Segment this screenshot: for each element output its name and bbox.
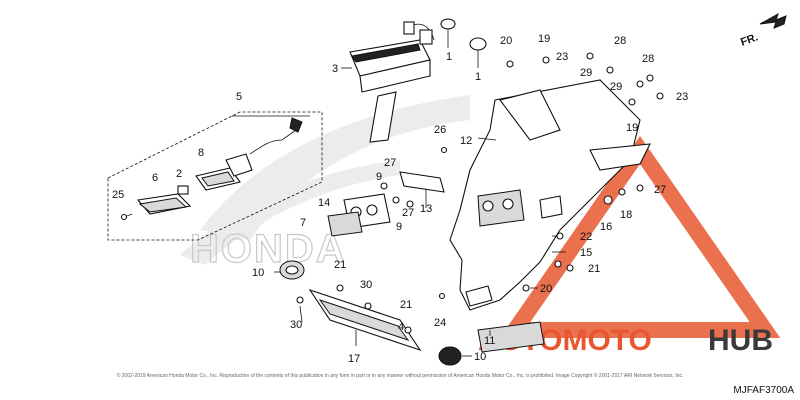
callout-8: 8 <box>198 147 204 159</box>
hardware-fasteners <box>296 52 664 334</box>
callout-27a: 27 <box>384 157 396 169</box>
logo-part-hub: HUB <box>708 324 773 357</box>
callout-19a: 19 <box>538 33 550 45</box>
callout-21b: 21 <box>400 299 412 311</box>
callout-4: 4 <box>398 321 404 333</box>
callout-1a: 1 <box>446 51 452 63</box>
callout-9a: 9 <box>376 171 382 183</box>
callout-12: 12 <box>460 135 472 147</box>
callout-2: 2 <box>176 168 182 180</box>
callout-20a: 20 <box>500 35 512 47</box>
callout-19b: 19 <box>626 122 638 134</box>
callout-29a: 29 <box>580 67 592 79</box>
callout-23a: 23 <box>556 51 568 63</box>
part-11-reflector <box>477 321 545 353</box>
fr-arrow-icon <box>759 12 787 29</box>
part-8-socket <box>195 117 303 191</box>
part-13-bracket <box>399 171 445 193</box>
callout-10a: 10 <box>252 267 264 279</box>
callout-28b: 28 <box>642 53 654 65</box>
callout-30b: 30 <box>290 319 302 331</box>
callout-18: 18 <box>620 209 632 221</box>
callout-1b: 1 <box>475 71 481 83</box>
callout-14: 14 <box>318 197 330 209</box>
callout-21c: 21 <box>588 263 600 275</box>
callout-10b: 10 <box>474 351 486 363</box>
part-2-grommet <box>177 185 189 195</box>
callout-27c: 27 <box>654 184 666 196</box>
callout-25: 25 <box>112 189 124 201</box>
part-1-grommets <box>440 18 487 68</box>
part-10-grommet-right <box>438 346 462 366</box>
honda-watermark: HONDA <box>180 95 470 272</box>
callout-30a: 30 <box>360 279 372 291</box>
assembly-5-outline <box>107 111 323 241</box>
callout-26: 26 <box>434 124 446 136</box>
callout-15: 15 <box>580 247 592 259</box>
callout-11: 11 <box>484 335 495 347</box>
honda-watermark-text: HONDA <box>190 227 347 271</box>
front-direction-indicator: FR. <box>739 12 787 49</box>
callout-16: 16 <box>600 221 612 233</box>
fr-label: FR. <box>739 31 760 48</box>
callout-13: 13 <box>420 203 432 215</box>
callout-24: 24 <box>434 317 446 329</box>
callout-3: 3 <box>332 63 338 75</box>
callout-28a: 28 <box>614 35 626 47</box>
callout-7: 7 <box>300 217 306 229</box>
part-3-housing <box>349 21 435 143</box>
part-6-lens <box>136 193 192 215</box>
callout-29b: 29 <box>610 81 622 93</box>
part-10-grommet-left <box>279 260 305 280</box>
callout-23b: 23 <box>676 91 688 103</box>
callout-21a: 21 <box>334 259 346 271</box>
callout-labels: 1 1 2 3 4 5 6 7 8 9 9 10 10 11 12 13 14 … <box>112 33 688 365</box>
callout-17: 17 <box>348 353 360 365</box>
part-12-rear-fender <box>449 79 651 311</box>
diagram-code: MJFAF3700A <box>733 385 794 396</box>
copyright-notice: © 2002-2019 American Honda Motor Co., In… <box>116 373 684 379</box>
part-25-screw <box>120 213 133 221</box>
callout-9b: 9 <box>396 221 402 233</box>
callout-27b: 27 <box>402 207 414 219</box>
leader-lines <box>232 67 566 357</box>
callout-20b: 20 <box>540 283 552 295</box>
callout-22: 22 <box>580 231 592 243</box>
part-7-reflector <box>327 211 363 237</box>
part-17-license-bracket <box>308 288 422 352</box>
callout-5: 5 <box>236 91 242 103</box>
callout-6: 6 <box>152 172 158 184</box>
